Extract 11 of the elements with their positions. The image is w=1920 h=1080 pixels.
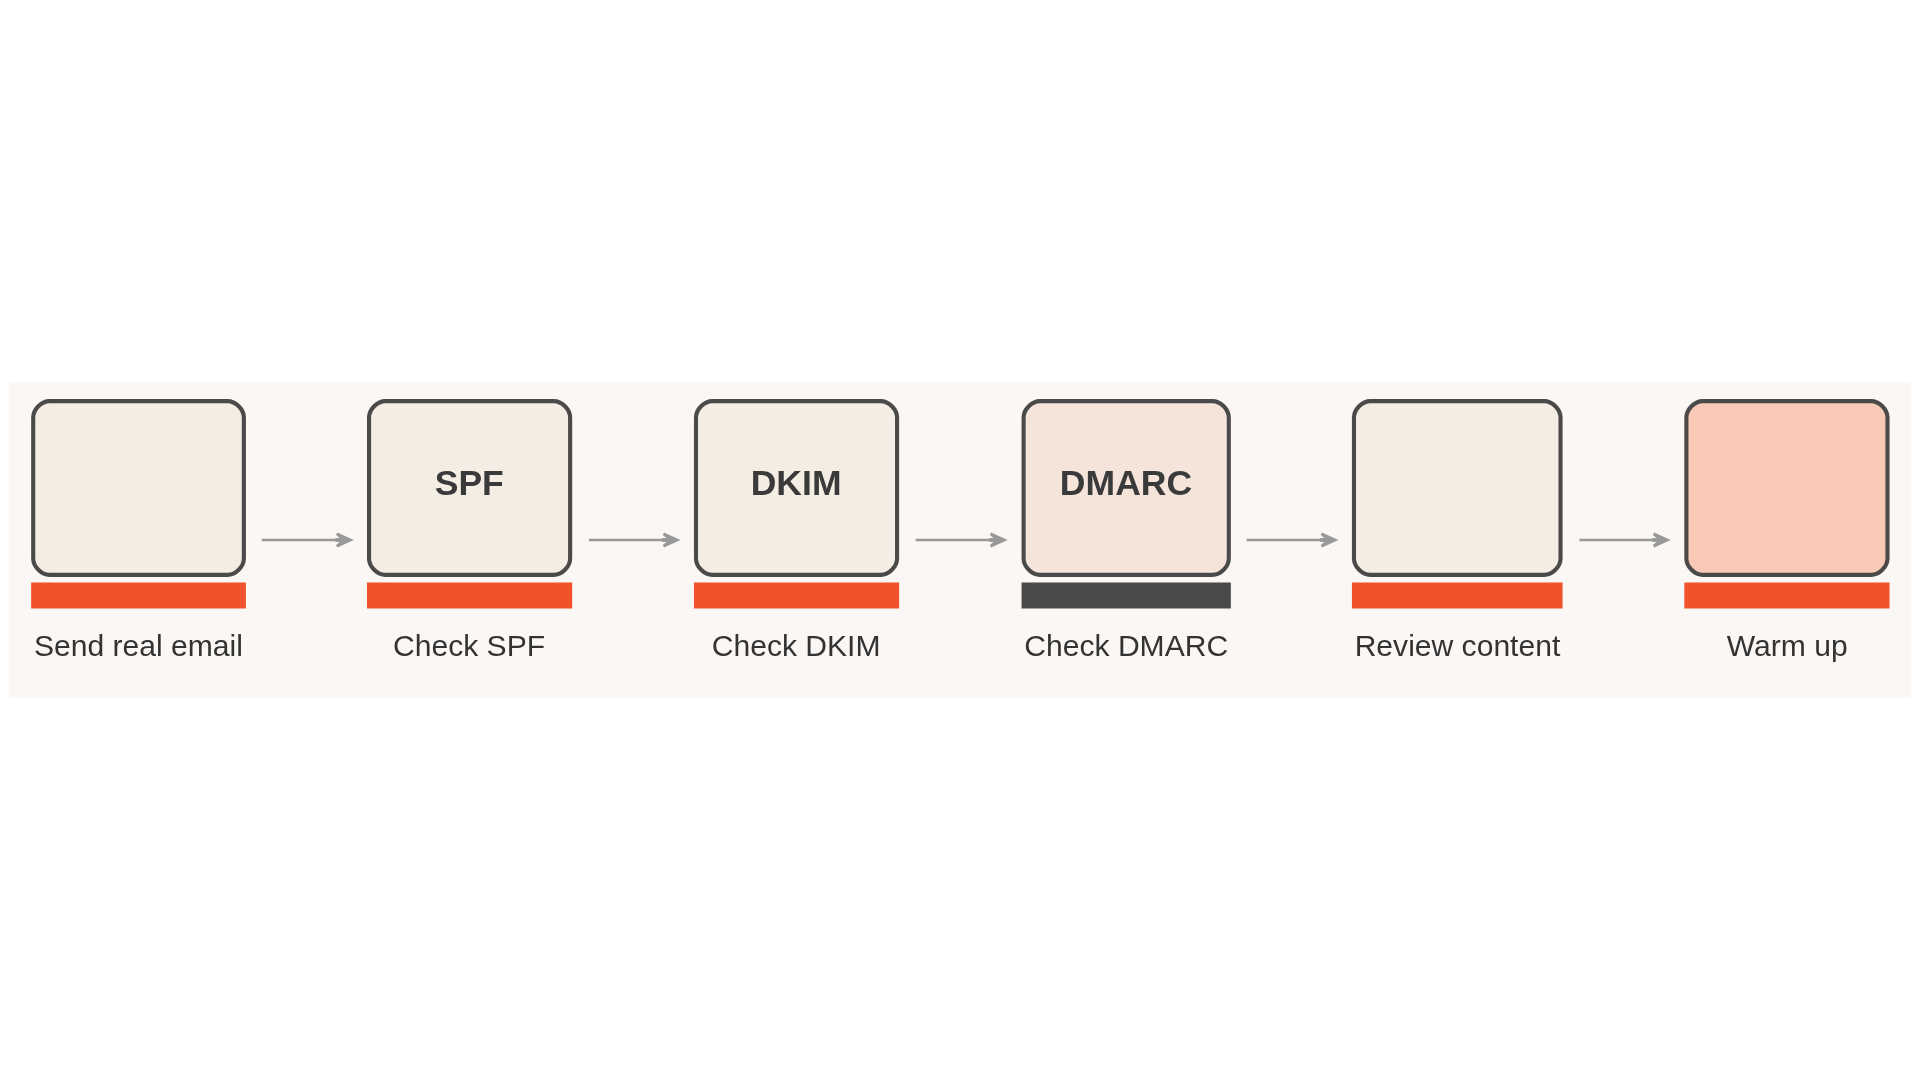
arrow — [1246, 532, 1337, 548]
node-label: Warm up — [1726, 628, 1848, 662]
arrow — [1579, 532, 1669, 548]
arrow — [261, 532, 352, 548]
node-label: Review content — [1354, 628, 1561, 662]
arrow — [588, 532, 679, 548]
node-label: Check SPF — [392, 628, 546, 662]
node-label: Send real email — [33, 628, 243, 662]
arrow — [915, 532, 1006, 548]
node-label: Check DMARC — [1024, 628, 1229, 662]
node-label: Check DKIM — [711, 628, 881, 662]
